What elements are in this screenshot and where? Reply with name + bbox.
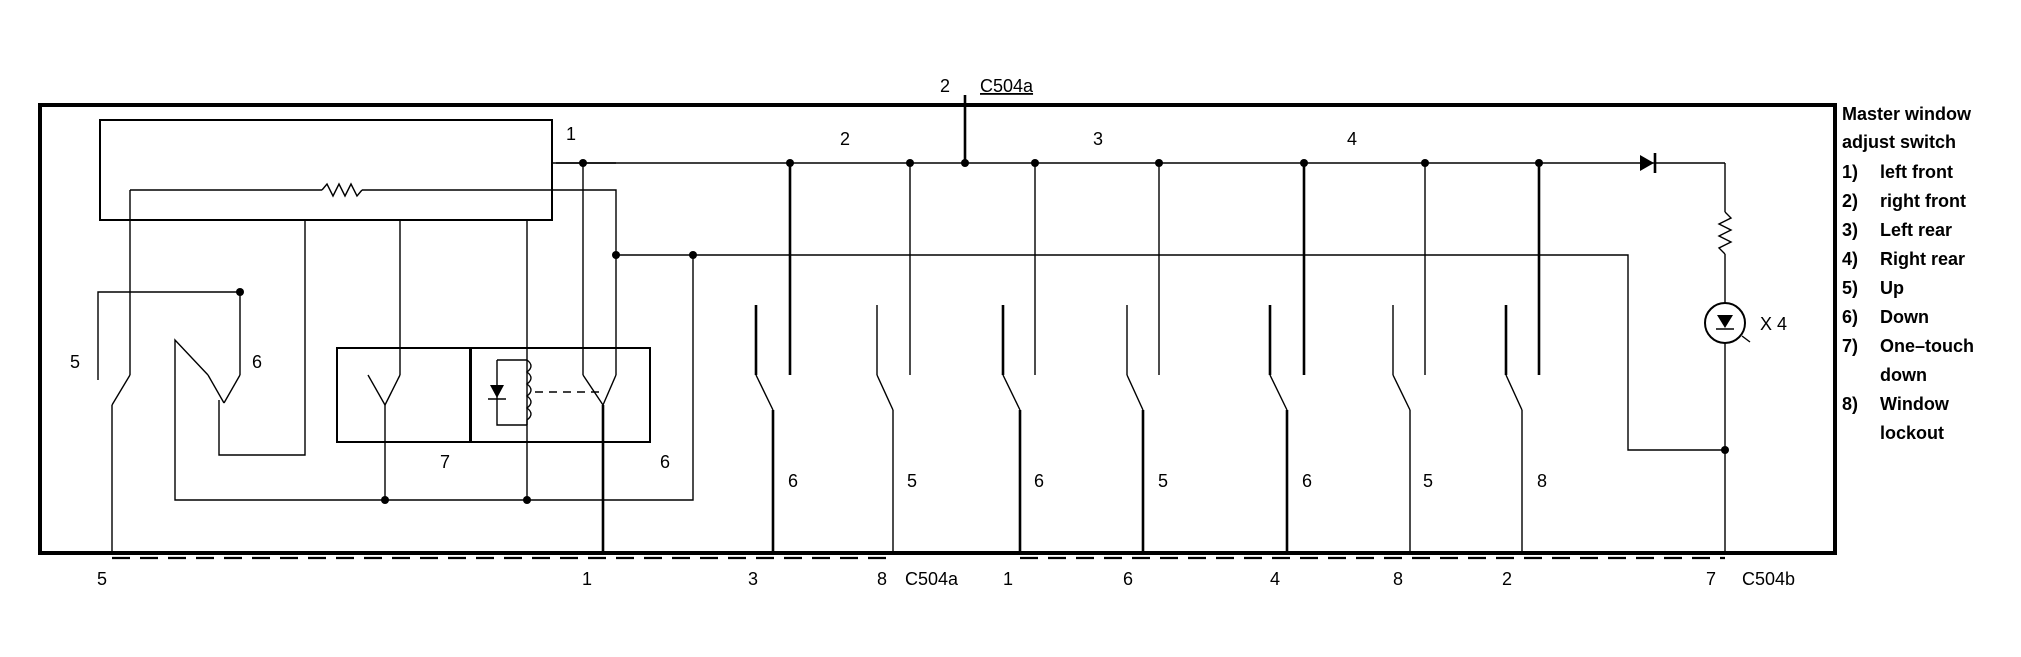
switch-housing-frame [38, 103, 1837, 555]
bottom-pin-8: 8 [1393, 569, 1403, 589]
legend-text-7: One–touch [1880, 336, 1974, 356]
legend-text-8b: lockout [1880, 423, 1944, 443]
left-switch-b [207, 374, 241, 404]
bottom-pin-2: 1 [582, 569, 592, 589]
bus-label-4: 4 [1347, 129, 1357, 149]
bottom-pin-6: 6 [1123, 569, 1133, 589]
lamp-resistor [1717, 211, 1733, 255]
control-module-box [99, 119, 553, 221]
legend-num-3: 3) [1842, 220, 1858, 240]
switch-label-4: 5 [1158, 471, 1168, 491]
legend-num-7: 7) [1842, 336, 1858, 356]
bus-label-3: 3 [1093, 129, 1103, 149]
legend-title-line1: Master window [1842, 104, 1972, 124]
bottom-pin-7: 4 [1270, 569, 1280, 589]
legend-text-7b: down [1880, 365, 1927, 385]
top-pin-label: 2 [940, 76, 950, 96]
module-label-7: 7 [440, 452, 450, 472]
bottom-pin-3: 3 [748, 569, 758, 589]
switch-label-6: 5 [1423, 471, 1433, 491]
bus-diode [1640, 153, 1657, 173]
one-touch-relay-box [336, 347, 472, 443]
bottom-connector-a: C504a [905, 569, 959, 589]
legend-num-2: 2) [1842, 191, 1858, 211]
indicator-lamp-icon [1704, 302, 1751, 344]
bus-label-1: 1 [566, 124, 576, 144]
legend-text-2: right front [1880, 191, 1966, 211]
switch-label-5: 6 [1302, 471, 1312, 491]
legend-text-8: Window [1880, 394, 1950, 414]
legend-text-6: Down [1880, 307, 1929, 327]
bottom-pin-9: 2 [1502, 569, 1512, 589]
lockout-wire [616, 254, 1725, 451]
switch-label-3: 6 [1034, 471, 1044, 491]
left-switch-label-5: 5 [70, 352, 80, 372]
legend-text-4: Right rear [1880, 249, 1965, 269]
relay-coil [525, 359, 532, 425]
bottom-pin-10: 7 [1706, 569, 1716, 589]
switch-label-1: 6 [788, 471, 798, 491]
bus-label-2: 2 [840, 129, 850, 149]
bottom-pin-5: 1 [1003, 569, 1013, 589]
legend-num-5: 5) [1842, 278, 1858, 298]
legend-text-1: left front [1880, 162, 1953, 182]
legend-num-4: 4) [1842, 249, 1858, 269]
legend: Master window adjust switch 1) left fron… [1842, 104, 1974, 443]
down-relay-box [469, 347, 651, 443]
top-connector-label: C504a [980, 76, 1034, 96]
bottom-pin-4: 8 [877, 569, 887, 589]
legend-num-1: 1) [1842, 162, 1858, 182]
legend-text-5: Up [1880, 278, 1904, 298]
lamp-multiplier: X 4 [1760, 314, 1787, 334]
switch-label-7: 8 [1537, 471, 1547, 491]
switch-label-2: 5 [907, 471, 917, 491]
module-label-6: 6 [660, 452, 670, 472]
bottom-connector-b: C504b [1742, 569, 1795, 589]
left-switch-label-6: 6 [252, 352, 262, 372]
switch-bank [754, 163, 1541, 553]
bottom-pin-1: 5 [97, 569, 107, 589]
legend-num-6: 6) [1842, 307, 1858, 327]
legend-num-8: 8) [1842, 394, 1858, 414]
module-resistor [321, 182, 363, 198]
legend-title-line2: adjust switch [1842, 132, 1956, 152]
relay-diode [488, 385, 506, 400]
legend-text-3: Left rear [1880, 220, 1952, 240]
left-switch-a [97, 374, 131, 406]
